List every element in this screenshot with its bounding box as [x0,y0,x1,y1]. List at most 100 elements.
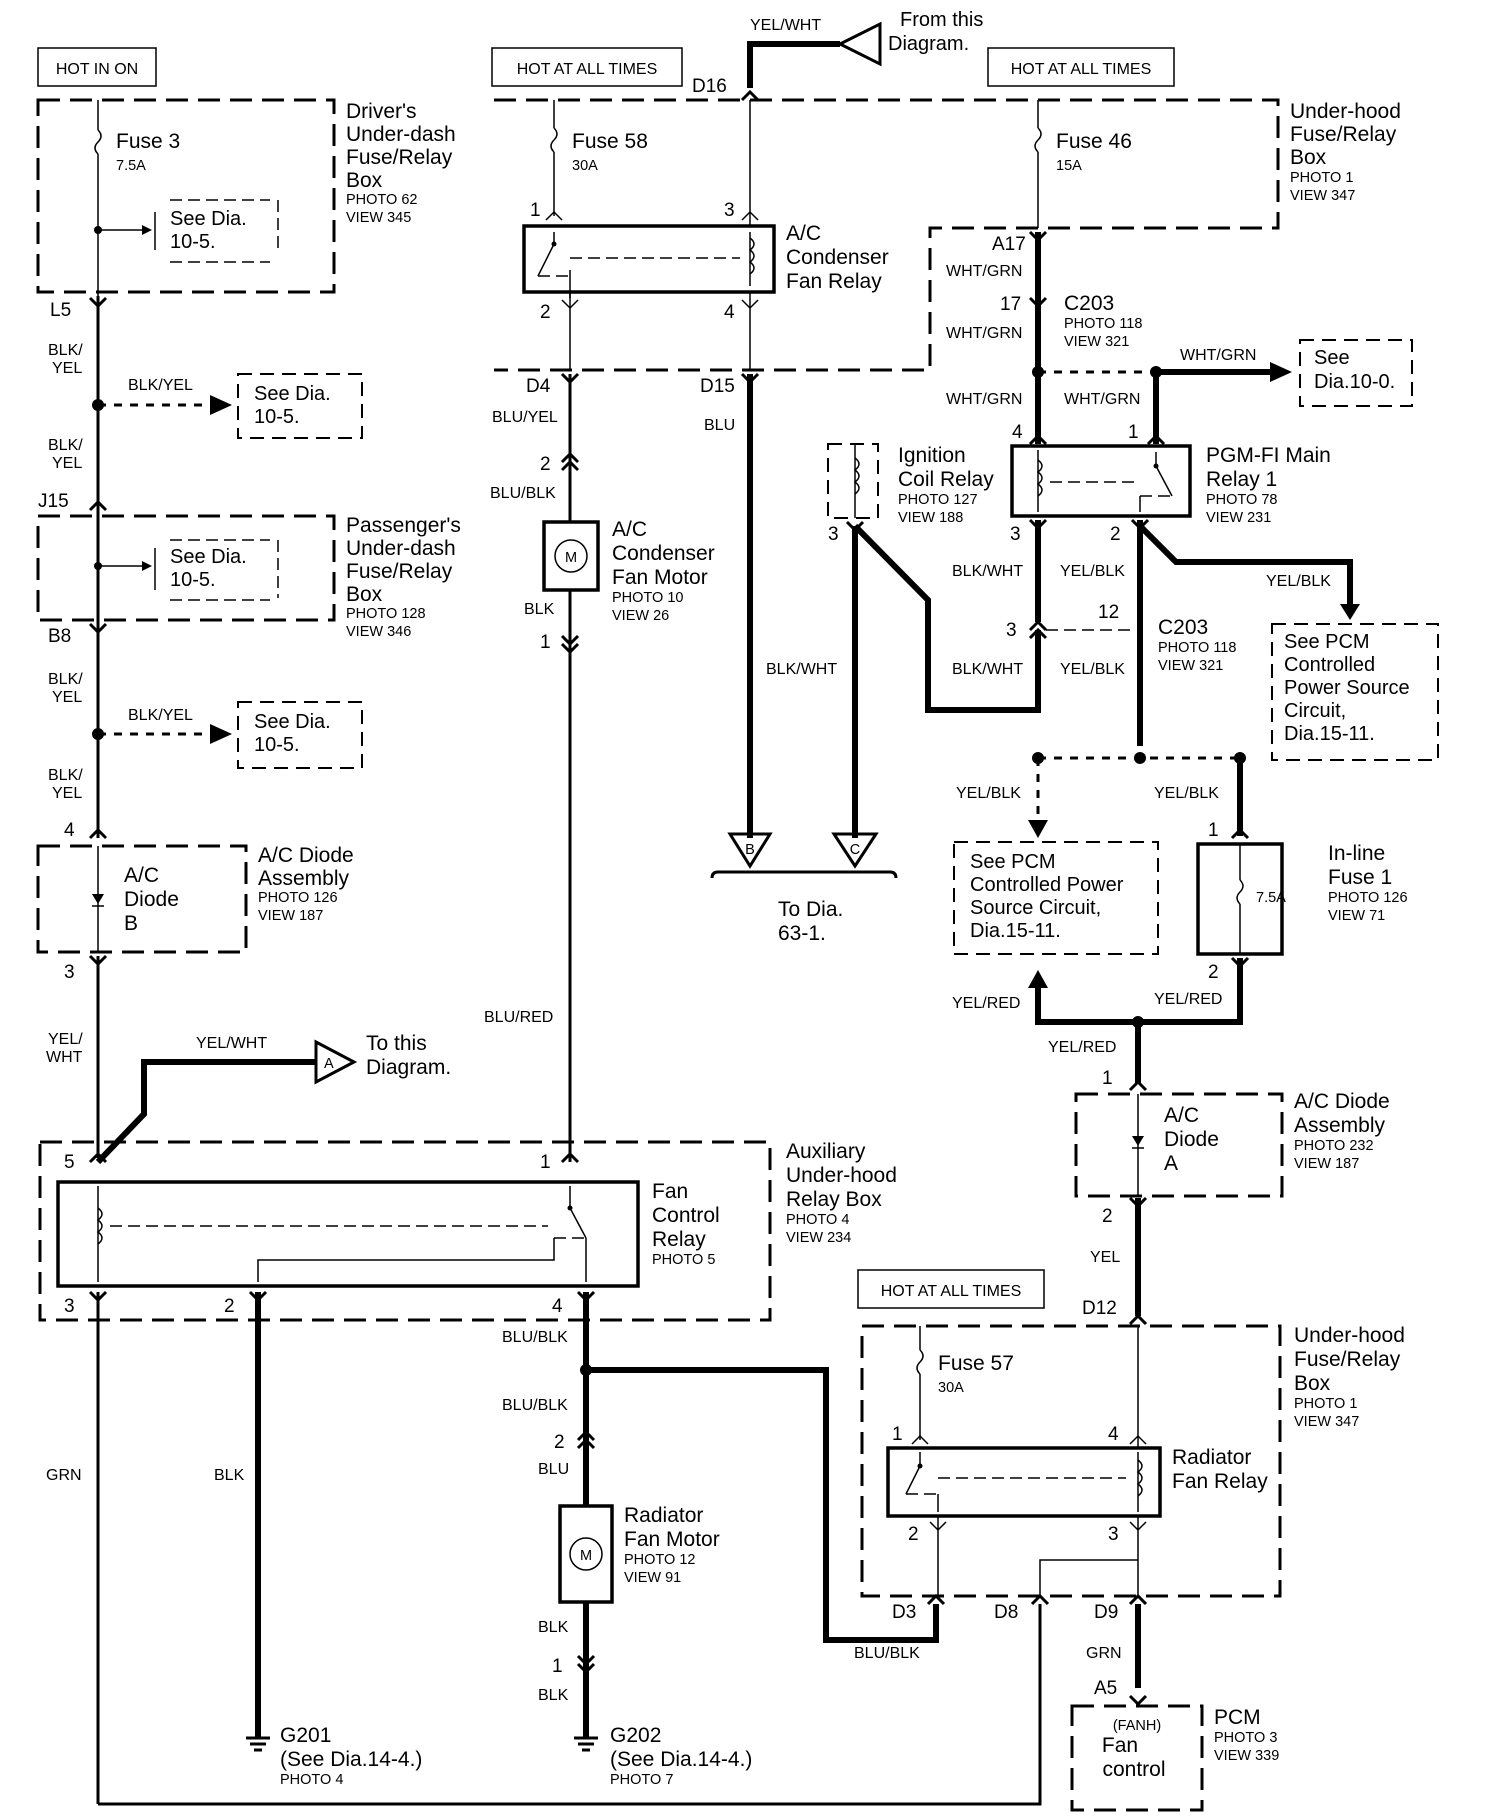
svg-text:YEL/BLK: YEL/BLK [956,785,1021,802]
svg-text:Dia.15-11.: Dia.15-11. [970,920,1061,942]
svg-text:Fuse/Relay: Fuse/Relay [346,560,453,583]
svg-text:1: 1 [1128,422,1139,443]
svg-text:VIEW 231: VIEW 231 [1206,510,1271,526]
svg-text:4: 4 [1012,422,1023,443]
svg-text:Fuse 46: Fuse 46 [1056,130,1132,153]
svg-text:PGM-FI Main: PGM-FI Main [1206,444,1331,467]
svg-text:VIEW 71: VIEW 71 [1328,908,1385,924]
svg-text:YEL/BLK: YEL/BLK [1060,563,1125,580]
c203-mid-connector: 3 12 C203 PHOTO 118 VIEW 321 BLK/WHT YEL… [952,602,1236,678]
svg-text:7.5A: 7.5A [1256,890,1286,906]
svg-text:Fuse/Relay: Fuse/Relay [346,146,453,169]
svg-text:YEL/BLK: YEL/BLK [1060,661,1125,678]
svg-text:Assembly: Assembly [1294,1114,1386,1137]
svg-text:10-5.: 10-5. [170,231,216,253]
svg-text:YEL/BLK: YEL/BLK [1154,785,1219,802]
svg-text:Fuse/Relay: Fuse/Relay [1294,1348,1401,1371]
svg-text:PHOTO 118: PHOTO 118 [1064,316,1142,332]
svg-text:WHT/GRN: WHT/GRN [946,325,1022,342]
from-this-diagram-reference: YEL/WHT From this Diagram. [747,9,983,88]
svg-text:Controlled Power: Controlled Power [970,874,1124,896]
ac-diode-b-assembly: A/C Diode B A/C Diode Assembly PHOTO 126… [36,844,354,954]
svg-text:Box: Box [1294,1372,1331,1395]
inline-fuse-1-circuit: YEL/BLK YEL/BLK See PCM Controlled Power… [952,752,1408,1084]
svg-text:M: M [565,550,577,566]
svg-text:YEL: YEL [52,785,82,802]
ac-diode-a-assembly: 1 A/C Diode A A/C Diode Assembly PHOTO 2… [1074,1068,1390,1326]
svg-text:Controlled: Controlled [1284,654,1375,676]
svg-text:YEL/RED: YEL/RED [952,995,1020,1012]
svg-text:3: 3 [1010,524,1021,545]
svg-text:YEL/BLK: YEL/BLK [1266,573,1331,590]
svg-text:Dia.10-0.: Dia.10-0. [1314,371,1395,393]
svg-text:YEL: YEL [52,360,82,377]
svg-text:VIEW 321: VIEW 321 [1064,334,1129,350]
under-hood-fuse-relay-box-bottom: Fuse 57 30A 1 4 Radiator Fan Relay 2 3 U… [854,1324,1405,1688]
svg-text:YEL/WHT: YEL/WHT [750,17,821,34]
svg-text:Diode: Diode [124,888,179,911]
svg-text:VIEW 321: VIEW 321 [1158,658,1223,674]
drivers-under-dash-fuse-relay-box: Fuse 3 7.5A See Dia. 10-5. Driver's Unde… [36,98,456,298]
svg-text:A: A [1164,1152,1178,1175]
svg-text:YEL/RED: YEL/RED [1048,1039,1116,1056]
svg-text:BLK/WHT: BLK/WHT [766,661,837,678]
svg-text:Fuse 58: Fuse 58 [572,130,648,153]
svg-text:BLU: BLU [704,417,735,434]
svg-text:BLK: BLK [538,1687,569,1704]
svg-text:M: M [580,1548,592,1564]
svg-text:PHOTO 126: PHOTO 126 [258,890,338,906]
svg-text:Ignition: Ignition [898,444,966,467]
svg-text:10-5.: 10-5. [170,569,216,591]
svg-text:B: B [745,842,755,858]
svg-text:GRN: GRN [1086,1645,1122,1662]
svg-text:PHOTO 127: PHOTO 127 [898,492,978,508]
svg-text:WHT/GRN: WHT/GRN [1180,347,1256,364]
svg-text:3: 3 [64,1296,75,1317]
svg-text:4: 4 [64,820,75,841]
svg-text:(FANH): (FANH) [1113,1718,1161,1734]
svg-text:A/C Diode: A/C Diode [258,844,354,867]
svg-text:2: 2 [540,302,551,323]
svg-text:control: control [1102,1758,1165,1781]
left-power-chain: L5 BLK/ YEL BLK/YEL See Dia. 10-5. BLK/ … [38,296,363,838]
svg-text:Under-hood: Under-hood [1294,1324,1405,1347]
svg-text:Dia.15-11.: Dia.15-11. [1284,723,1375,745]
svg-text:5: 5 [64,1152,75,1173]
svg-text:PHOTO 1: PHOTO 1 [1290,170,1353,186]
svg-text:Box: Box [346,169,383,192]
svg-text:BLU/YEL: BLU/YEL [492,409,558,426]
svg-text:4: 4 [724,302,735,323]
under-hood-fuse-relay-box-top: D16 Fuse 58 30A Fuse 46 15A 1 3 2 4 [494,76,1401,397]
svg-text:4: 4 [552,1296,563,1317]
left-power-chain-lower: B8 BLK/ YEL BLK/YEL See Dia. 10-5. BLK/ … [48,622,363,841]
svg-text:PHOTO 126: PHOTO 126 [1328,890,1408,906]
svg-text:D4: D4 [526,376,551,397]
ignition-coil-relay: 3 Ignition Coil Relay PHOTO 127 VIEW 188 [827,443,1041,713]
svg-text:Condenser: Condenser [786,246,889,269]
svg-text:A17: A17 [992,234,1026,255]
svg-text:Box: Box [1290,146,1327,169]
svg-text:1: 1 [540,632,551,653]
svg-text:D8: D8 [994,1602,1018,1623]
svg-text:7.5A: 7.5A [116,158,146,174]
svg-text:YEL/WHT: YEL/WHT [196,1035,267,1052]
svg-text:(See Dia.14-4.): (See Dia.14-4.) [610,1748,752,1771]
svg-text:PHOTO 3: PHOTO 3 [1214,1730,1277,1746]
svg-text:To Dia.: To Dia. [778,898,843,921]
svg-text:Auxiliary: Auxiliary [786,1140,866,1163]
svg-text:A/C: A/C [612,518,647,541]
svg-text:Circuit,: Circuit, [1284,700,1346,722]
svg-text:PHOTO 4: PHOTO 4 [786,1212,849,1228]
svg-text:BLK: BLK [524,601,555,618]
svg-text:Fan: Fan [1102,1734,1138,1757]
svg-text:Fan Relay: Fan Relay [1172,1470,1268,1493]
svg-text:2: 2 [554,1432,565,1453]
svg-text:Diagram.: Diagram. [366,1056,451,1079]
svg-text:See: See [1314,347,1350,369]
svg-text:B8: B8 [48,626,71,647]
svg-text:Assembly: Assembly [258,867,350,890]
svg-text:VIEW 26: VIEW 26 [612,608,669,624]
ground-g201-and-grn-loop: GRN BLK G201 (See Dia.14-4.) PHOTO 4 [46,1292,1050,1806]
svg-text:Power Source: Power Source [1284,677,1410,699]
